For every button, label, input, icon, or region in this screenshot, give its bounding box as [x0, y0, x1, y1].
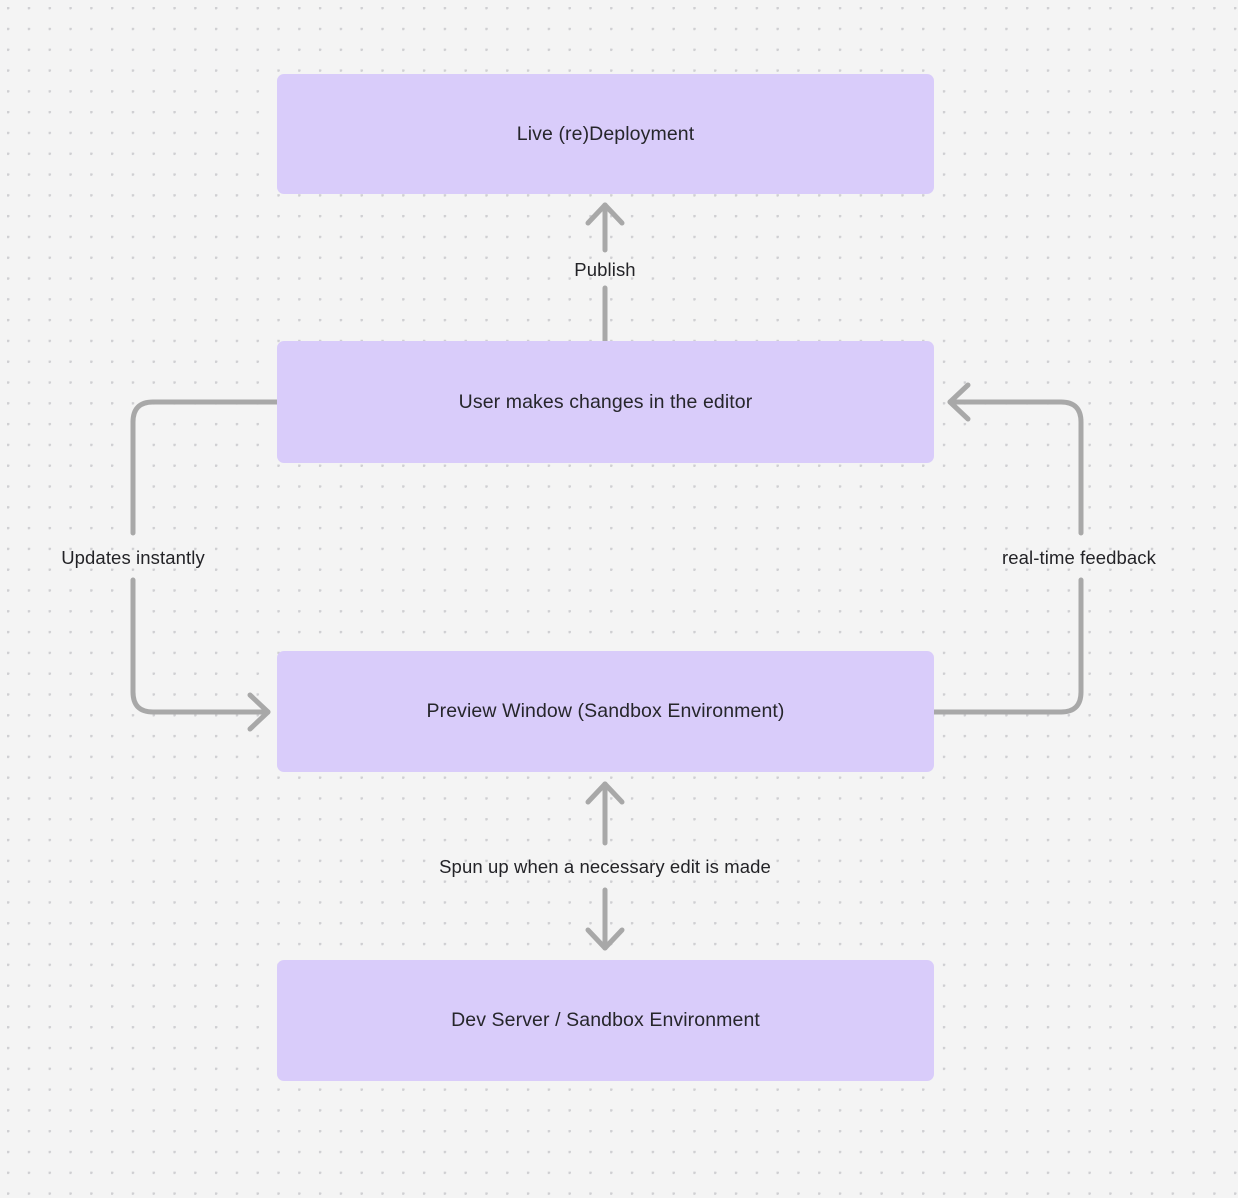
- node-preview-window[interactable]: Preview Window (Sandbox Environment): [277, 651, 934, 772]
- node-live-deployment-label: Live (re)Deployment: [516, 122, 695, 145]
- edge-label-spun-up: Spun up when a necessary edit is made: [439, 855, 771, 877]
- node-live-deployment[interactable]: Live (re)Deployment: [277, 74, 934, 194]
- edge-label-publish: Publish: [574, 258, 636, 280]
- node-dev-server[interactable]: Dev Server / Sandbox Environment: [277, 960, 934, 1081]
- node-preview-window-label: Preview Window (Sandbox Environment): [426, 700, 785, 723]
- edge-label-updates-instantly: Updates instantly: [61, 546, 205, 568]
- edge-label-real-time-feedback: real-time feedback: [1002, 546, 1156, 568]
- node-user-edits[interactable]: User makes changes in the editor: [277, 341, 934, 463]
- arrowhead-up-publish: [585, 202, 625, 226]
- node-dev-server-label: Dev Server / Sandbox Environment: [451, 1009, 760, 1032]
- arrowhead-down-spun: [585, 927, 625, 951]
- arrowhead-left-feedback: [947, 382, 971, 422]
- arrowhead-up-spun: [585, 781, 625, 805]
- arrowhead-right-updates: [247, 692, 271, 732]
- node-user-edits-label: User makes changes in the editor: [458, 390, 753, 413]
